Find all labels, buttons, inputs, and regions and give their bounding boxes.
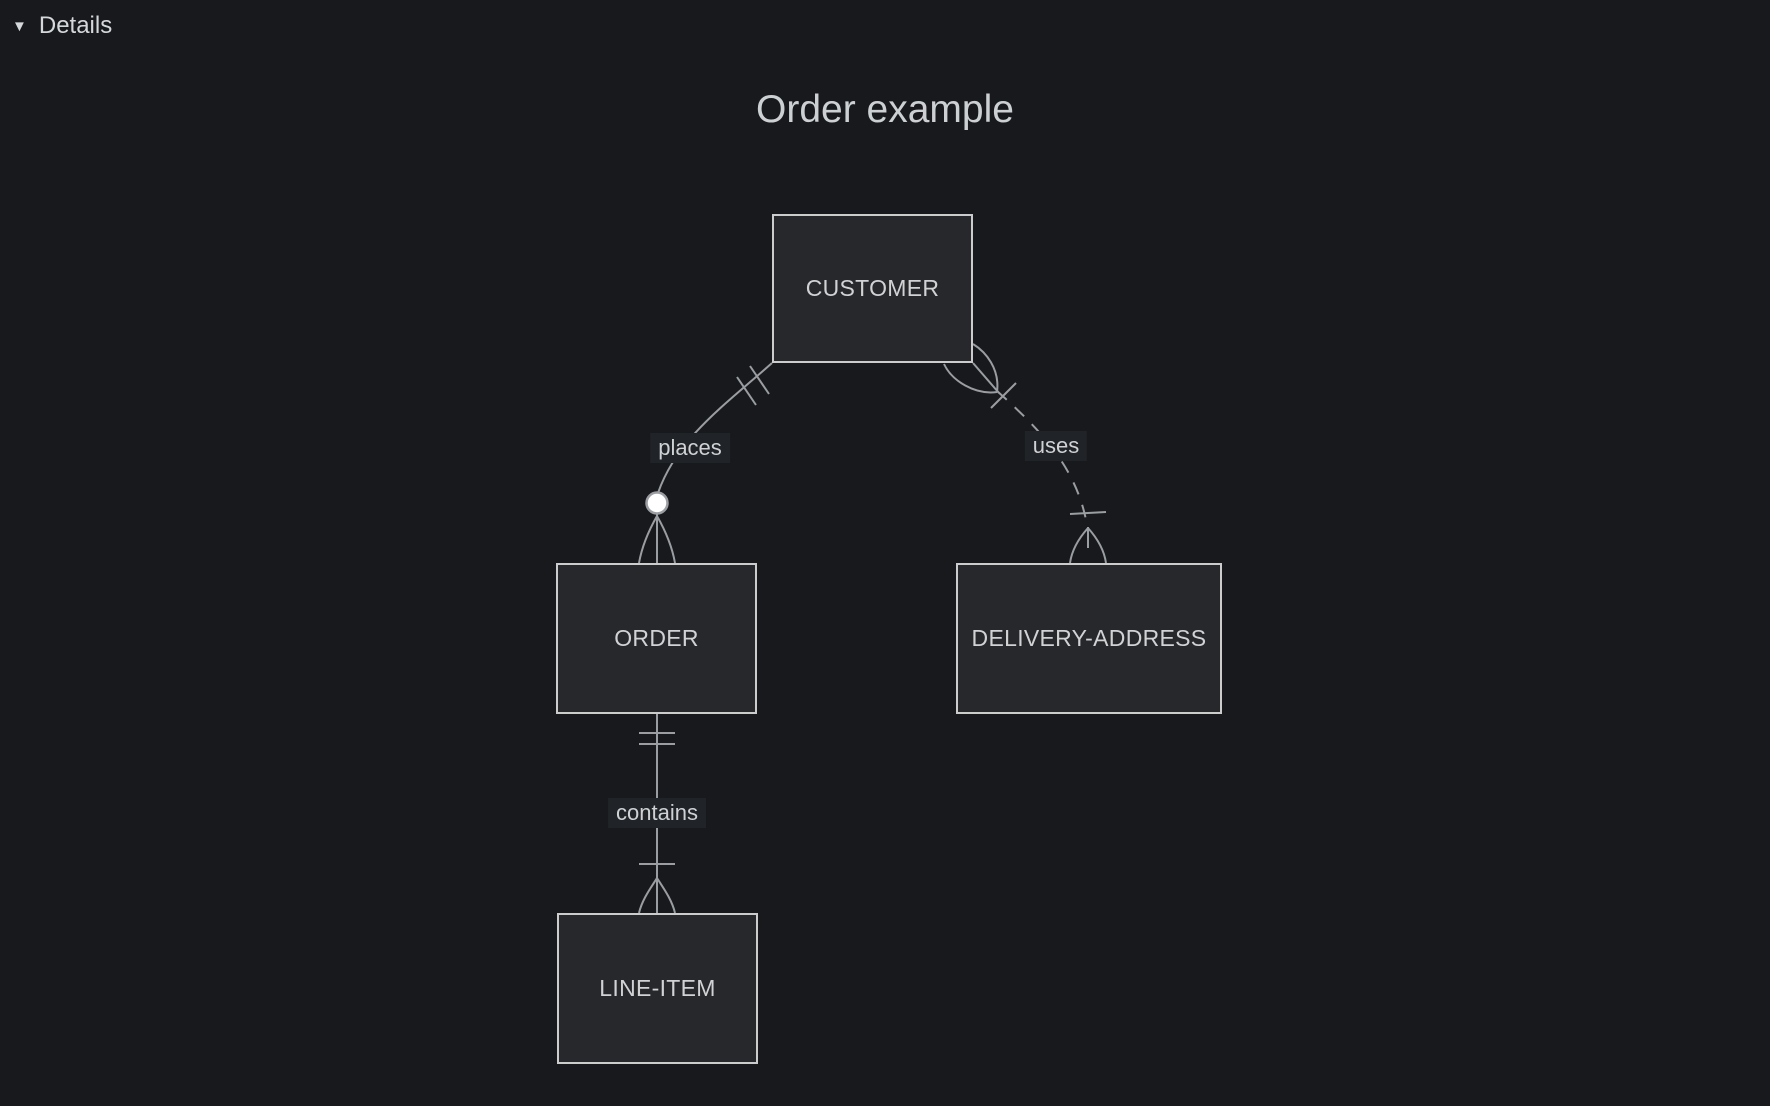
relationship-places-edge: [638, 362, 773, 564]
entity-customer-label: CUSTOMER: [805, 275, 940, 301]
crow-foot-left-leg: [638, 877, 658, 914]
places-edge-line: [657, 362, 773, 494]
entity-delivery-address-label: DELIVERY-ADDRESS: [971, 625, 1207, 651]
crow-foot-left-leg: [943, 363, 998, 394]
cardinality-zero-circle-marker: [645, 491, 669, 515]
relationship-label-contains: contains: [608, 798, 706, 828]
cardinality-one-tick: [1069, 511, 1107, 515]
entity-customer: CUSTOMER: [772, 214, 973, 363]
details-toggle[interactable]: ▼ Details: [12, 12, 112, 41]
crow-foot-right-leg: [656, 877, 676, 914]
cardinality-exactly-one-tick: [736, 376, 757, 406]
crow-foot-right-leg: [972, 343, 999, 393]
crow-foot-right-leg: [1087, 527, 1107, 564]
crow-foot-left-leg: [1069, 527, 1089, 564]
crow-foot-center-line: [972, 362, 1000, 394]
cardinality-exactly-one-tick: [749, 365, 770, 395]
relationship-contains-edge: [638, 714, 676, 914]
crow-foot-right-leg: [656, 515, 676, 564]
caret-down-icon: ▼: [12, 18, 27, 36]
entity-delivery-address: DELIVERY-ADDRESS: [956, 563, 1222, 714]
relationship-label-uses: uses: [1024, 431, 1088, 461]
entity-line-item-label: LINE-ITEM: [599, 975, 716, 1001]
details-toggle-label: Details: [38, 12, 113, 39]
relationship-label-places: places: [650, 433, 730, 463]
entity-line-item: LINE-ITEM: [557, 913, 758, 1064]
entity-order-label: ORDER: [614, 625, 699, 651]
entity-order: ORDER: [556, 563, 757, 714]
diagram-title: Order example: [756, 88, 1014, 131]
crow-foot-left-leg: [638, 515, 658, 564]
cardinality-one-tick: [990, 382, 1017, 409]
